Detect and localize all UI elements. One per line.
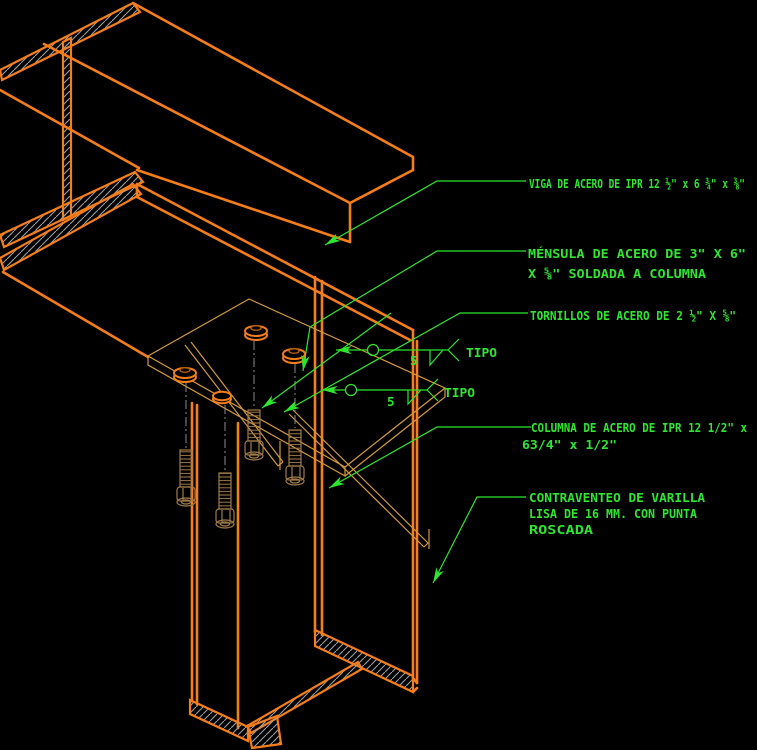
column <box>188 275 419 750</box>
weld-symbol-1: 5 TIPO <box>336 338 497 368</box>
bolt-washers-top <box>173 324 306 405</box>
beam-cut-section-hatched <box>0 1 145 249</box>
leader-lines <box>261 180 531 584</box>
weld-symbol-2: 5 TIPO <box>322 378 475 409</box>
column-near-flange-edges <box>313 275 419 685</box>
weld-note-label: TIPO <box>466 345 497 360</box>
leader-viga <box>324 180 526 246</box>
washer-nut <box>244 324 268 341</box>
label-columna-line2: 63/4" x 1/2" <box>522 437 617 452</box>
fillet-weld-triangle <box>407 389 422 406</box>
gusset-stiffener <box>184 341 284 470</box>
bolt-assembly <box>176 383 196 507</box>
washer-nut <box>173 366 197 383</box>
annotation-labels: VIGA DE ACERO DE IPR 12 ½" x 6 ¾" x ⅜" M… <box>522 176 747 537</box>
beam-lower-flange <box>0 182 415 359</box>
label-viga: VIGA DE ACERO DE IPR 12 ½" x 6 ¾" x ⅜" <box>529 176 745 191</box>
label-tornillos: TORNILLOS DE ACERO DE 2 ½" X ⅝" <box>530 308 736 323</box>
bolt-assembly <box>285 364 305 486</box>
column-base-cut-hatched <box>188 628 419 750</box>
leader-tornillos-1 <box>283 312 528 413</box>
leader-contraventeo <box>432 496 526 584</box>
washer-nut <box>212 390 232 405</box>
fillet-weld-triangle <box>429 349 444 367</box>
weld-all-around-circle <box>366 343 380 357</box>
brace-rod-contraventeo <box>288 409 430 549</box>
weld-tail <box>447 338 460 362</box>
beam-viga <box>0 1 415 249</box>
label-contraventeo-line1: CONTRAVENTEO DE VARILLA <box>529 490 705 505</box>
weld-size-label: 5 <box>410 353 418 368</box>
bolt-assembly <box>244 341 264 461</box>
weld-tail <box>426 378 439 402</box>
hanging-bolts <box>176 341 305 529</box>
washer-nut <box>282 347 306 364</box>
label-mensula-line2: X ⅝" SOLDADA A COLUMNA <box>528 266 706 281</box>
weld-note-label: TIPO <box>444 385 475 400</box>
bolt-assembly <box>215 405 235 529</box>
weld-all-around-circle <box>344 383 358 397</box>
lower-flange-cut-hatched <box>0 182 143 272</box>
leader-columna <box>328 426 531 489</box>
leader-tornillos-2 <box>261 312 392 409</box>
weld-size-label: 5 <box>387 394 395 409</box>
label-mensula-line1: MÉNSULA DE ACERO DE 3" X 6" <box>528 246 746 261</box>
label-columna-line1: COLUMNA DE ACERO DE IPR 12 1/2" x <box>531 420 747 435</box>
label-contraventeo-line3: ROSCADA <box>529 522 594 537</box>
column-far-flange-edges <box>190 401 240 730</box>
leader-mensula <box>301 250 526 372</box>
beam-edge-lines <box>0 1 415 244</box>
label-contraventeo-line2: LISA DE 16 MM. CON PUNTA <box>529 506 697 521</box>
